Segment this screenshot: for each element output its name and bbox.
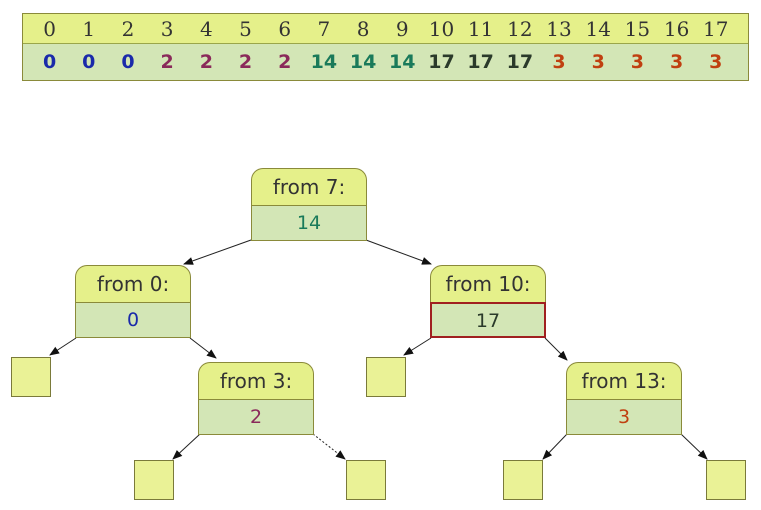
edge-root-right: [365, 239, 432, 265]
value-cell: 3: [630, 51, 645, 73]
value-cell: 17: [467, 51, 494, 73]
edge-rr-leaf-right: [680, 433, 708, 460]
edge-right-right: [544, 337, 568, 361]
node-left: from 0: 0: [75, 265, 191, 338]
edge-lr-leaf-right: [312, 433, 346, 460]
value-cell: 14: [349, 51, 377, 73]
leaf-box: [346, 460, 386, 500]
leaf-box: [134, 460, 174, 500]
edge-root-left: [183, 239, 252, 265]
index-cell: 12: [507, 16, 533, 41]
index-cell: 13: [546, 16, 572, 41]
index-cell: 5: [239, 16, 252, 41]
value-cell: 0: [42, 51, 57, 73]
node-left-right-value: 2: [198, 399, 314, 435]
index-cell: 4: [199, 16, 213, 41]
value-cell: 3: [709, 51, 723, 73]
index-cell: 7: [317, 16, 331, 41]
node-right-right: from 13: 3: [566, 362, 682, 435]
index-cell: 15: [624, 16, 651, 41]
value-cell: 2: [199, 51, 213, 73]
leaf-box: [11, 357, 51, 397]
edge-right-leaf: [403, 337, 432, 356]
index-cell: 1: [82, 16, 96, 41]
index-cell: 9: [395, 16, 409, 41]
node-right-right-value: 3: [566, 399, 682, 435]
node-right-right-label: from 13:: [566, 362, 682, 399]
value-cell: 17: [428, 51, 455, 73]
node-left-right: from 3: 2: [198, 362, 314, 435]
node-root-value: 14: [251, 205, 367, 241]
value-cell: 0: [121, 51, 135, 73]
value-cell: 14: [389, 51, 416, 73]
node-root-label: from 7:: [251, 168, 367, 205]
value-cell: 3: [669, 51, 684, 73]
edge-rr-leaf-left: [542, 433, 568, 460]
value-cell: 17: [506, 51, 534, 73]
leaf-box: [366, 357, 406, 397]
value-cell: 0: [82, 51, 96, 73]
index-cell: 10: [428, 16, 455, 41]
index-cell: 14: [585, 16, 611, 41]
index-cell: 6: [278, 16, 292, 41]
index-cell: 2: [121, 16, 135, 41]
edge-left-leaf: [49, 337, 77, 356]
value-cell: 2: [278, 51, 292, 73]
node-left-label: from 0:: [75, 265, 191, 302]
index-cell: 3: [160, 16, 174, 41]
node-right-value: 17: [430, 302, 546, 338]
node-left-value: 0: [75, 302, 191, 338]
value-cell: 14: [310, 51, 338, 73]
node-right: from 10: 17: [430, 265, 546, 338]
value-cell: 2: [238, 51, 253, 73]
node-root: from 7: 14: [251, 168, 367, 241]
index-cell: 11: [467, 16, 494, 41]
leaf-box: [706, 460, 746, 500]
value-cell: 2: [160, 51, 174, 73]
index-cell: 0: [43, 16, 56, 41]
value-row: 0 0 0 2 2 2 2 14 14 14 17 17 17 3 3 3 3 3: [23, 44, 748, 80]
node-right-label: from 10:: [430, 265, 546, 302]
index-cell: 8: [356, 16, 370, 41]
leaf-box: [503, 460, 543, 500]
node-left-right-label: from 3:: [198, 362, 314, 399]
edge-lr-leaf-left: [172, 433, 201, 460]
value-cell: 3: [591, 51, 605, 73]
value-cell: 3: [552, 51, 566, 73]
index-cell: 16: [663, 16, 690, 41]
index-cell: 17: [703, 16, 729, 41]
edge-left-right: [189, 337, 217, 359]
